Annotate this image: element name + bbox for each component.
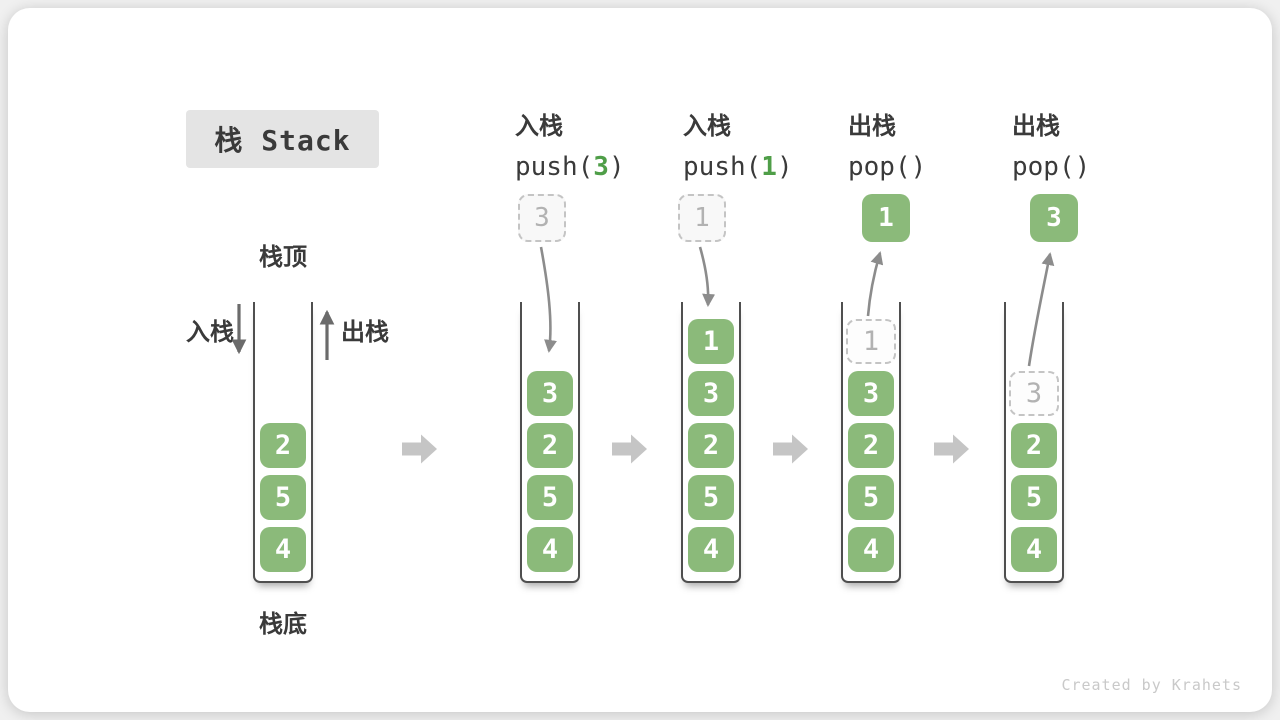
operation-code: pop() bbox=[1012, 152, 1091, 182]
stack-item-box: 5 bbox=[688, 475, 734, 520]
stack-container-initial: 2 5 4 bbox=[253, 302, 313, 583]
operation-label: 入栈 bbox=[515, 112, 563, 140]
stack-item-box: 4 bbox=[688, 527, 734, 572]
title-badge: 栈 Stack bbox=[186, 110, 379, 168]
pop-side-label: 出栈 bbox=[341, 318, 389, 346]
flow-arrow-icon bbox=[612, 434, 647, 464]
operation-header-pop-3: 出栈 pop() bbox=[1012, 106, 1090, 182]
stack-item-box: 2 bbox=[688, 423, 734, 468]
stack-item-box: 4 bbox=[1011, 527, 1057, 572]
incoming-value-box: 3 bbox=[518, 194, 566, 242]
watermark: Created by Krahets bbox=[1061, 676, 1242, 694]
stack-item-box: 1 bbox=[688, 319, 734, 364]
stack-item-box: 3 bbox=[688, 371, 734, 416]
flow-arrow-icon bbox=[934, 434, 969, 464]
flow-arrow-icon bbox=[773, 434, 808, 464]
stack-item-box: 5 bbox=[527, 475, 573, 520]
operation-header-push-3: 入栈 push(3) bbox=[515, 106, 625, 182]
popped-value-box: 1 bbox=[862, 194, 910, 242]
operation-header-pop-1: 出栈 pop() bbox=[848, 106, 926, 182]
incoming-value-box: 1 bbox=[678, 194, 726, 242]
operation-label: 入栈 bbox=[683, 112, 731, 140]
stack-item-box: 2 bbox=[260, 423, 306, 468]
code-argument: 3 bbox=[593, 152, 609, 182]
stack-item-box: 2 bbox=[848, 423, 894, 468]
operation-label: 出栈 bbox=[1012, 112, 1060, 140]
stack-item-box: 4 bbox=[848, 527, 894, 572]
stack-item-box: 2 bbox=[1011, 423, 1057, 468]
stack-container-after-push-3: 3 2 5 4 bbox=[520, 302, 580, 583]
operation-code: pop() bbox=[848, 152, 927, 182]
operation-code: push(1) bbox=[683, 152, 793, 182]
stack-bottom-label: 栈底 bbox=[259, 610, 307, 638]
stack-item-box: 5 bbox=[848, 475, 894, 520]
stack-item-box: 2 bbox=[527, 423, 573, 468]
push-side-label: 入栈 bbox=[186, 318, 234, 346]
stack-item-box: 3 bbox=[527, 371, 573, 416]
popped-value-box: 3 bbox=[1030, 194, 1078, 242]
stack-top-label: 栈顶 bbox=[259, 243, 307, 271]
stack-container-after-push-1: 1 3 2 5 4 bbox=[681, 302, 741, 583]
stack-item-box: 5 bbox=[260, 475, 306, 520]
stack-item-box: 4 bbox=[260, 527, 306, 572]
stack-container-after-pop-3: 3 2 5 4 bbox=[1004, 302, 1064, 583]
operation-label: 出栈 bbox=[848, 112, 896, 140]
operation-header-push-1: 入栈 push(1) bbox=[683, 106, 793, 182]
stack-item-box: 5 bbox=[1011, 475, 1057, 520]
stack-item-box: 4 bbox=[527, 527, 573, 572]
stack-container-after-pop-1: 1 3 2 5 4 bbox=[841, 302, 901, 583]
operation-code: push(3) bbox=[515, 152, 625, 182]
stack-item-box: 3 bbox=[848, 371, 894, 416]
code-argument: 1 bbox=[761, 152, 777, 182]
popped-ghost-box: 1 bbox=[846, 319, 896, 364]
flow-arrow-icon bbox=[402, 434, 437, 464]
popped-ghost-box: 3 bbox=[1009, 371, 1059, 416]
